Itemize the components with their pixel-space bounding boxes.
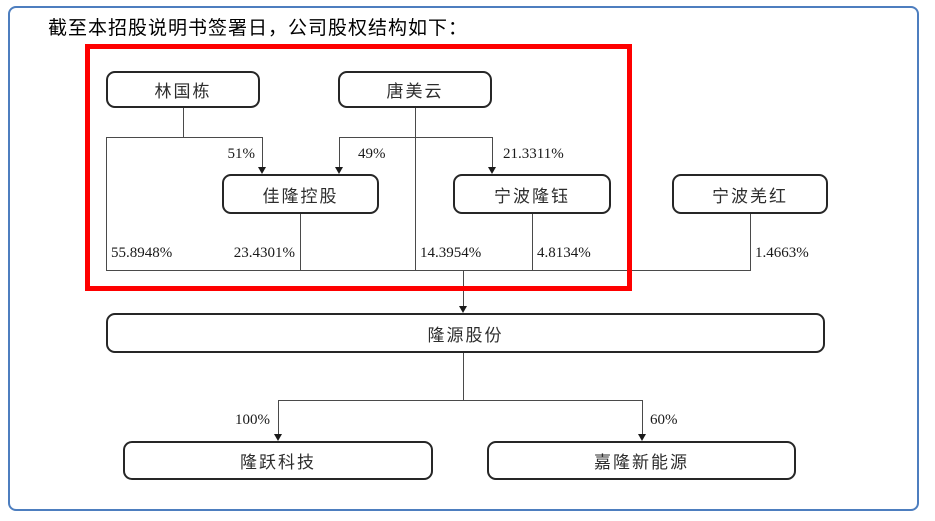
connector-longyuan-stub (463, 353, 464, 400)
pct-tang-to-longyu: 21.3311% (503, 146, 564, 162)
node-tang-meiyun: 唐美云 (338, 71, 492, 108)
pct-jialong-to-longyuan: 23.4301% (233, 245, 295, 261)
connector-tang-to-longyu (492, 137, 493, 168)
node-jialong-holdings: 佳隆控股 (222, 174, 379, 214)
arrowhead-icon (274, 434, 282, 441)
node-label: 唐美云 (386, 82, 444, 101)
arrowhead-icon (335, 167, 343, 174)
connector-jialong-stub (300, 214, 301, 270)
connector-subsidiary-split (278, 400, 643, 401)
pct-longyu-to-longyuan: 4.8134% (537, 245, 591, 261)
page-title: 截至本招股说明书签署日，公司股权结构如下： (48, 18, 469, 39)
node-label: 嘉隆新能源 (594, 453, 689, 472)
node-lin-guodong: 林国栋 (106, 71, 260, 108)
connector-lin-stub (183, 108, 184, 137)
node-longyuan-shares: 隆源股份 (106, 313, 825, 353)
pct-longyuan-to-longyue: 100% (235, 412, 270, 428)
connector-tang-to-bus (415, 108, 416, 270)
connector-lin-to-jialong (262, 137, 263, 168)
node-label: 隆跃科技 (240, 453, 316, 472)
node-ningbo-longyu: 宁波隆钰 (453, 174, 611, 214)
node-label: 佳隆控股 (262, 186, 339, 206)
pct-qianghong-to-longyuan: 1.4663% (755, 245, 809, 261)
arrowhead-icon (488, 167, 496, 174)
connector-tang-to-jialong (339, 137, 340, 168)
connector-lin-to-bus (106, 137, 107, 270)
connector-shareholder-bus (106, 270, 751, 271)
node-ningbo-qianghong: 宁波羌红 (672, 174, 828, 214)
connector-tang-branch (339, 137, 493, 138)
connector-to-jialongxny (642, 400, 643, 435)
pct-lin-to-jialong: 51% (227, 146, 256, 162)
node-label: 隆源股份 (427, 325, 504, 345)
pct-lin-to-longyuan: 55.8948% (111, 245, 173, 261)
connector-lin-branch (106, 137, 263, 138)
node-longyue-tech: 隆跃科技 (123, 441, 433, 480)
arrowhead-icon (638, 434, 646, 441)
connector-qianghong-stub (750, 214, 751, 270)
connector-longyu-stub (532, 214, 533, 270)
node-label: 林国栋 (154, 82, 212, 101)
pct-longyuan-to-jialongxny: 60% (650, 412, 678, 428)
pct-tang-to-jialong: 49% (358, 146, 386, 162)
arrowhead-icon (459, 306, 467, 313)
arrowhead-icon (258, 167, 266, 174)
connector-to-longyue (278, 400, 279, 435)
node-label: 宁波隆钰 (494, 186, 570, 206)
page-border (8, 6, 919, 511)
node-jialong-new-energy: 嘉隆新能源 (487, 441, 796, 480)
pct-tang-to-longyuan: 14.3954% (420, 245, 482, 261)
connector-bus-to-longyuan (463, 270, 464, 307)
node-label: 宁波羌红 (712, 186, 788, 206)
